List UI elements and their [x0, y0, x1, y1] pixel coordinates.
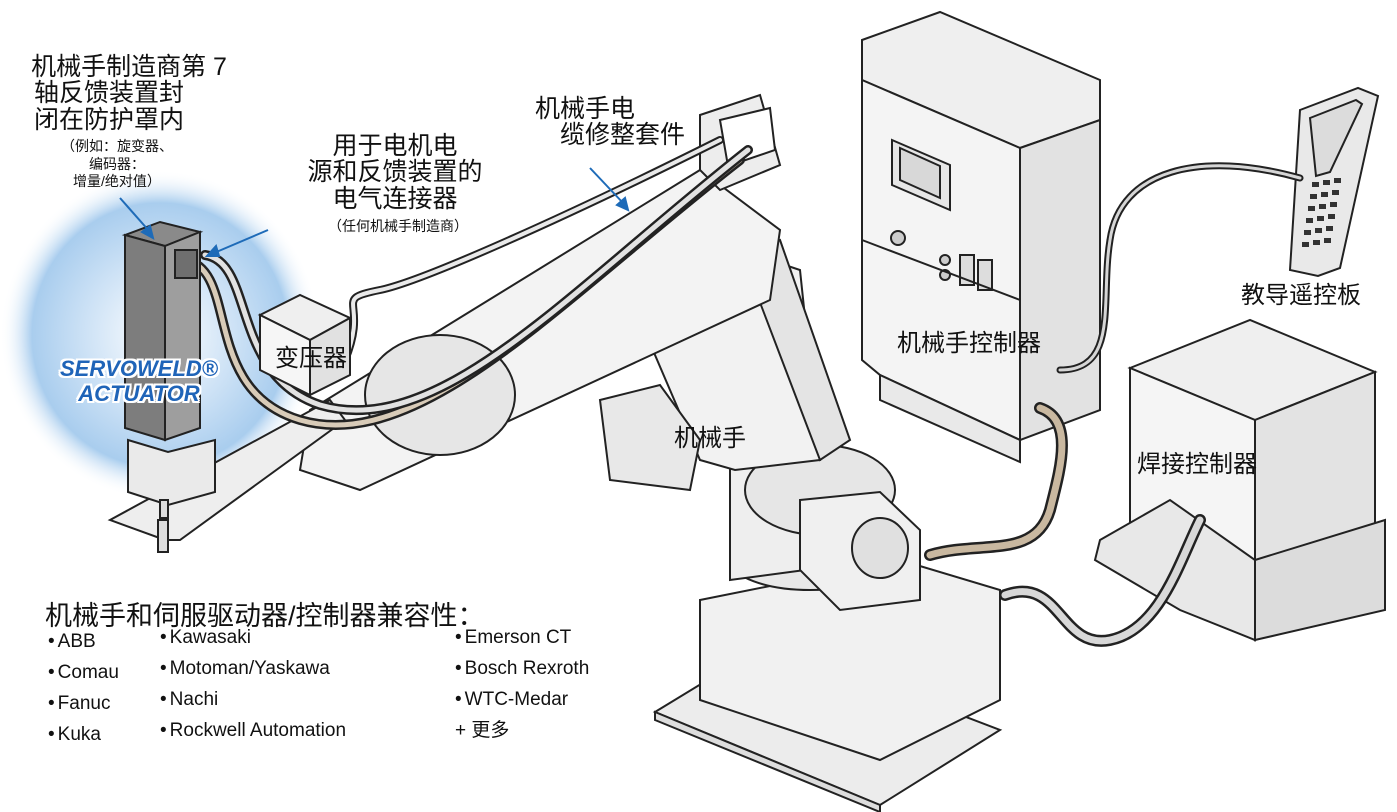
badge-line-2: ACTUATOR: [78, 381, 200, 406]
compat-item: Kawasaki: [160, 622, 346, 653]
connector-line-1: 用于电机电: [332, 132, 458, 160]
servoweld-badge: SERVOWELD® ACTUATOR: [44, 356, 234, 406]
feedback-line-1: 机械手制造商第 7: [31, 53, 227, 81]
compat-item: Fanuc: [48, 688, 119, 719]
cable-kit-line-2: 缆修整套件: [560, 121, 686, 150]
compat-item: Rockwell Automation: [160, 715, 346, 746]
transformer-label: 变压器: [275, 345, 347, 372]
robot-controller-label: 机械手控制器: [897, 330, 1041, 357]
compat-item: WTC-Medar: [455, 684, 589, 715]
compat-item: Emerson CT: [455, 622, 589, 653]
servoweld-actuator: [121, 220, 216, 519]
transformer-box: [257, 293, 353, 397]
robot-controller-cabinet: [861, 10, 1101, 464]
cable-kit-line-1: 机械手电: [534, 95, 635, 123]
compat-more: 更多: [455, 715, 589, 746]
callout-arrows: [119, 167, 630, 257]
feedback-line-2: 轴反馈装置封: [33, 79, 184, 108]
compatibility-column-1: ABB Comau Fanuc Kuka: [48, 626, 119, 750]
feedback-line-3: 闭在防护罩内: [33, 105, 184, 134]
weld-controller-label: 焊接控制器: [1137, 451, 1257, 478]
feedback-example-3: 增量/绝对值）: [73, 173, 161, 189]
feedback-callout: 机械手制造商第 7 轴反馈装置封 闭在防护罩内: [6, 54, 252, 133]
cable-kit-callout: 机械手电 缆修整套件: [500, 95, 686, 150]
connector-line-3: 电气连接器: [332, 184, 458, 213]
feedback-example-2: 编码器：: [89, 155, 145, 172]
robot-label: 机械手: [674, 425, 746, 452]
connector-line-2: 源和反馈装置的: [307, 158, 483, 187]
robot-base: [652, 444, 1003, 812]
teach-pendant-icon: [1288, 86, 1380, 278]
compat-item: Motoman/Yaskawa: [160, 653, 346, 684]
compat-item: ABB: [48, 626, 119, 657]
compat-item: Kuka: [48, 719, 119, 750]
connector-callout: 用于电机电 源和反馈装置的 电气连接器: [275, 133, 515, 212]
compatibility-column-3: Emerson CT Bosch Rexroth WTC-Medar 更多: [455, 622, 590, 746]
weld-controller-cabinet: [1093, 318, 1386, 642]
teach-pendant-label: 教导遥控板: [1241, 282, 1361, 309]
compat-item: Nachi: [160, 684, 346, 715]
badge-line-1: SERVOWELD®: [60, 356, 218, 381]
cables: [924, 162, 1304, 647]
arm-cable-bundle: [180, 136, 753, 430]
compat-item: Bosch Rexroth: [455, 653, 590, 684]
connector-note: （任何机械手制造商）: [328, 218, 468, 234]
feedback-example-1: （例如：旋变器、: [61, 138, 173, 154]
compat-item: Comau: [48, 657, 119, 688]
compatibility-column-2: Kawasaki Motoman/Yaskawa Nachi Rockwell …: [160, 622, 346, 746]
feedback-example-note: （例如：旋变器、 编码器： 增量/绝对值）: [42, 138, 192, 191]
